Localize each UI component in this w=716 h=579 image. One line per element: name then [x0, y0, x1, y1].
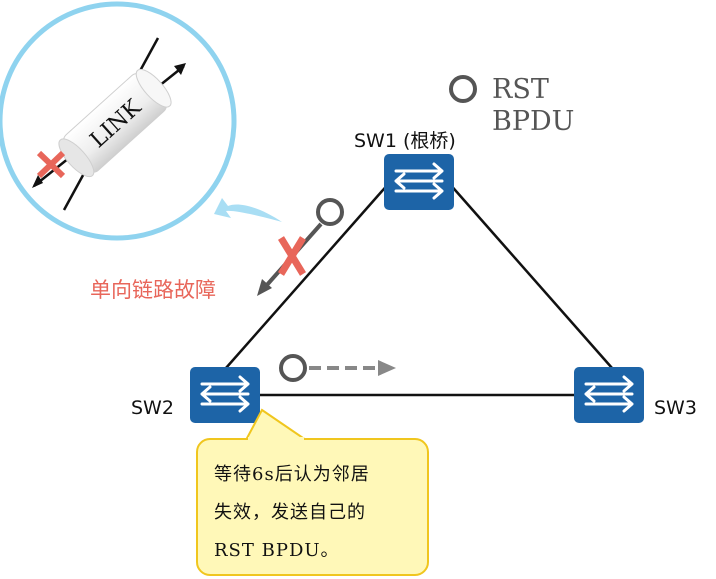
callout-line2: 失效，发送自己的 — [214, 502, 366, 523]
sw1-label: SW1 (根桥) — [354, 130, 456, 152]
bpdu-circle-icon — [316, 198, 344, 226]
callout-line3: RST BPDU。 — [214, 540, 340, 561]
fault-label: 单向链路故障 — [90, 278, 216, 302]
zoom-inset: LINK — [0, 1, 237, 241]
switch-icon — [572, 365, 646, 425]
arrow-icon — [378, 360, 396, 376]
failed-bpdu — [257, 198, 344, 296]
switch-icon — [382, 152, 456, 212]
link-sw1-sw2 — [225, 181, 391, 369]
callout-box: 等待6s后认为邻居 失效，发送自己的 RST BPDU。 — [196, 438, 429, 576]
bpdu-circle-icon — [279, 354, 307, 382]
link-sw1-sw3 — [447, 181, 613, 369]
sw2-bpdu-send — [279, 354, 396, 382]
legend-line2: BPDU — [492, 106, 574, 137]
topology-links — [225, 181, 613, 397]
sw2-label: SW2 — [131, 397, 174, 419]
fault-x-icon — [278, 236, 306, 276]
legend-line1: RST — [492, 74, 549, 105]
callout-line1: 等待6s后认为邻居 — [214, 464, 370, 485]
arrow-icon — [257, 279, 272, 296]
sw3-label: SW3 — [654, 397, 697, 419]
arrow-icon — [32, 175, 43, 188]
zoom-pointer-arrow — [214, 198, 282, 222]
fault-x-icon — [36, 150, 66, 179]
bpdu-circle-icon — [449, 75, 477, 103]
callout-tail-join — [248, 437, 304, 441]
arrow-icon — [174, 63, 186, 75]
switch-icon — [188, 365, 262, 425]
